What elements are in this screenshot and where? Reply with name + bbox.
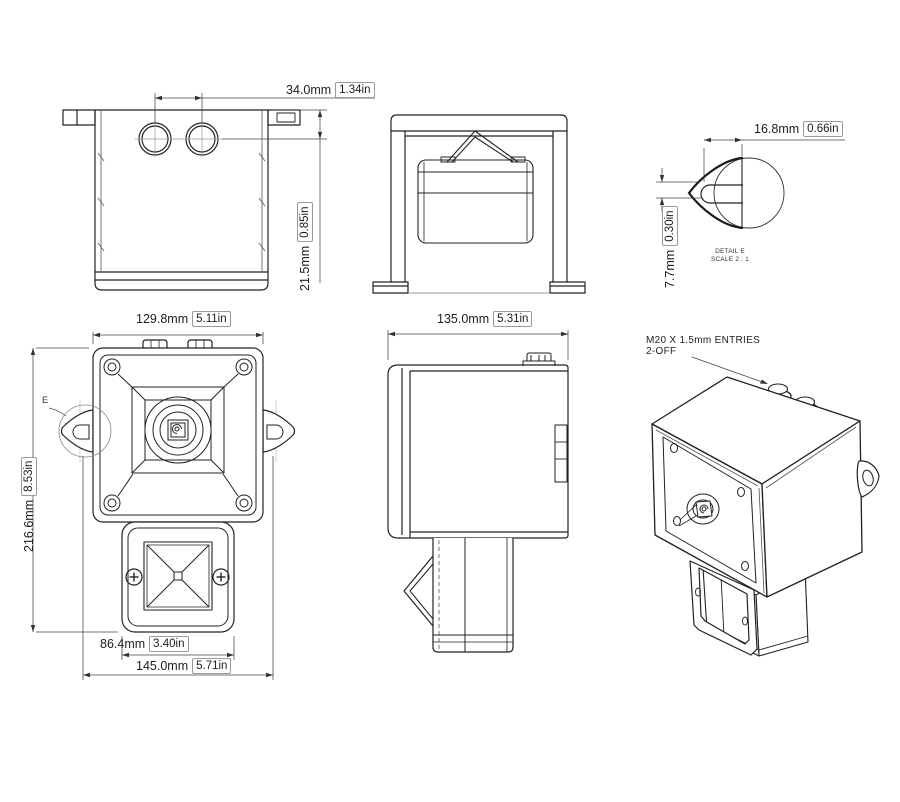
detail-e-caption: DETAIL E SCALE 2 : 1 bbox=[702, 248, 758, 263]
top-view-arrows bbox=[155, 95, 323, 139]
dim-overall-height-mm: 216.6mm bbox=[21, 499, 36, 552]
dim-overall-width-mm: 145.0mm bbox=[136, 658, 189, 673]
detail-e-caption-line2: SCALE 2 : 1 bbox=[711, 255, 749, 263]
iso-body bbox=[651, 376, 863, 598]
top-view-wall-lines bbox=[97, 110, 266, 272]
dim-detail-width-mm: 16.8mm bbox=[754, 121, 800, 136]
bottom-view-bracket bbox=[372, 114, 586, 294]
iso-horn-face bbox=[662, 436, 757, 584]
isometric-view bbox=[651, 356, 880, 657]
iso-right-lug bbox=[856, 460, 880, 498]
dim-beacon-width-mm: 86.4mm bbox=[100, 636, 146, 651]
entries-note-line2: 2-OFF bbox=[646, 346, 677, 357]
dim-body-depth-mm: 135.0mm bbox=[437, 311, 490, 326]
side-view bbox=[387, 330, 569, 653]
entries-note: M20 X 1.5mm ENTRIES 2-OFF bbox=[646, 335, 760, 357]
dim-detail-height-in: 0.30in bbox=[662, 206, 678, 246]
bottom-view-horn bbox=[417, 130, 534, 244]
dim-gland-spacing: 34.0mm 1.34in bbox=[286, 82, 375, 98]
detail-e-callout-circle bbox=[58, 404, 112, 458]
dim-detail-width-in: 0.66in bbox=[803, 121, 843, 137]
dim-detail-width: 16.8mm 0.66in bbox=[754, 121, 843, 137]
side-view-dimension-lines bbox=[387, 330, 569, 360]
front-view bbox=[30, 332, 296, 680]
dim-body-width-in: 5.11in bbox=[192, 311, 231, 327]
side-view-body bbox=[387, 352, 569, 539]
iso-leader bbox=[691, 356, 768, 384]
detail-e-dimension-lines bbox=[656, 139, 845, 212]
front-view-lug-slots bbox=[72, 424, 284, 440]
dim-gland-offset-in: 0.85in bbox=[297, 202, 313, 242]
bottom-view bbox=[372, 114, 586, 294]
top-view-outline bbox=[62, 109, 301, 291]
iso-beacon bbox=[689, 560, 809, 657]
dim-gland-offset: 21.5mm 0.85in bbox=[297, 202, 313, 291]
dim-body-width-mm: 129.8mm bbox=[136, 311, 189, 326]
front-view-arrows bbox=[30, 332, 273, 678]
detail-e-sphere bbox=[713, 157, 785, 229]
front-view-beacon bbox=[121, 521, 235, 633]
dim-body-depth-in: 5.31in bbox=[493, 311, 533, 327]
dim-overall-height: 216.6mm 8.53in bbox=[21, 456, 37, 552]
dim-gland-spacing-mm: 34.0mm bbox=[286, 82, 332, 97]
detail-e-leader bbox=[48, 407, 67, 417]
side-view-arrows bbox=[388, 331, 568, 337]
dim-overall-width: 145.0mm 5.71in bbox=[136, 658, 232, 674]
dim-body-depth: 135.0mm 5.31in bbox=[437, 311, 533, 327]
front-view-horn-bezel bbox=[103, 358, 253, 512]
detail-e-marker: E bbox=[42, 395, 49, 405]
top-view-centerlines bbox=[135, 121, 225, 157]
side-view-beacon bbox=[403, 538, 514, 653]
top-view bbox=[62, 93, 375, 291]
detail-e-view bbox=[656, 137, 845, 230]
dim-overall-height-in: 8.53in bbox=[21, 456, 37, 496]
detail-e-caption-line1: DETAIL E bbox=[715, 248, 745, 255]
dim-beacon-width: 86.4mm 3.40in bbox=[100, 636, 189, 652]
front-view-dimension-lines bbox=[32, 332, 274, 680]
detail-e-lug-outline bbox=[687, 156, 744, 230]
dim-body-width: 129.8mm 5.11in bbox=[136, 311, 231, 327]
dim-detail-height: 7.7mm 0.30in bbox=[662, 206, 678, 288]
dim-detail-height-mm: 7.7mm bbox=[662, 249, 677, 288]
detail-e-slot bbox=[700, 184, 743, 204]
top-view-dimension-lines bbox=[154, 93, 375, 283]
detail-e-arrows bbox=[659, 137, 742, 205]
entries-note-line1: M20 X 1.5mm ENTRIES bbox=[646, 335, 761, 346]
dim-beacon-width-in: 3.40in bbox=[149, 636, 189, 652]
dim-gland-offset-mm: 21.5mm bbox=[297, 245, 312, 291]
dim-overall-width-in: 5.71in bbox=[192, 658, 232, 674]
dim-gland-spacing-in: 1.34in bbox=[335, 82, 375, 98]
